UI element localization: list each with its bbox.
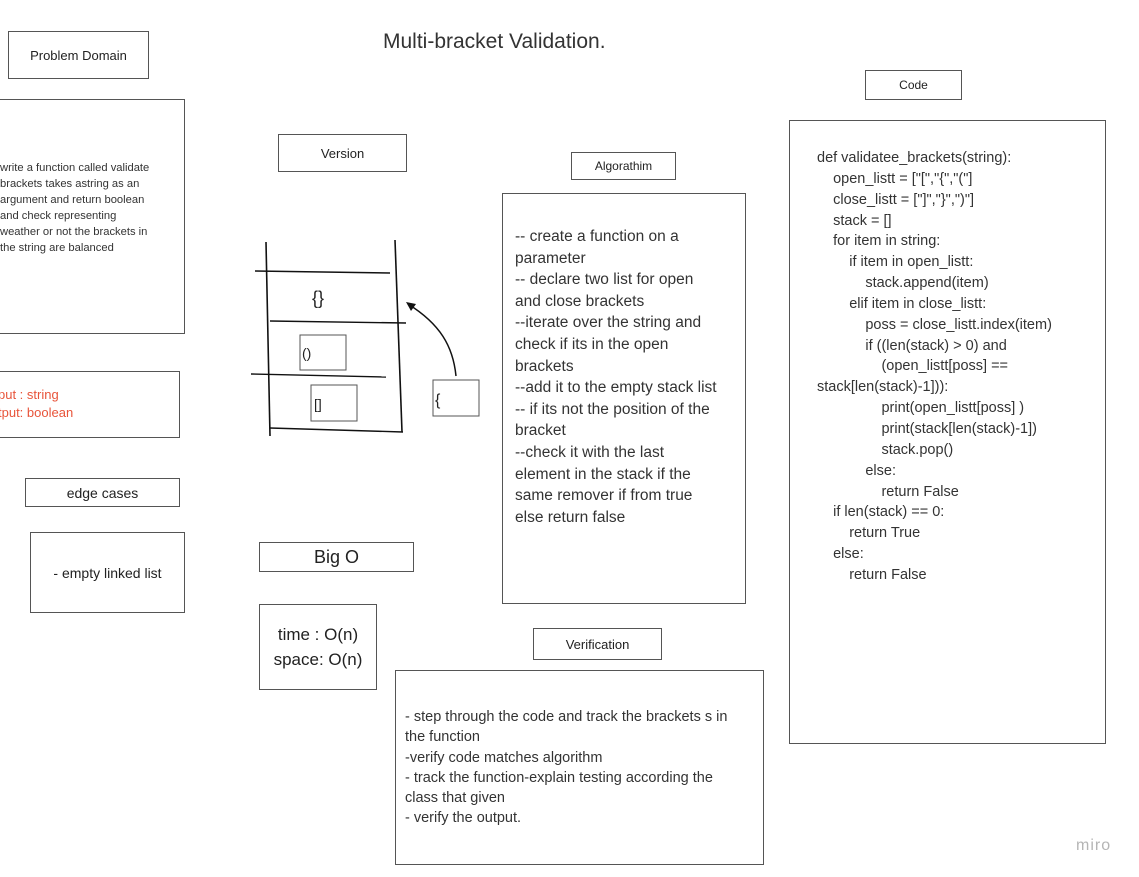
text-line: return False <box>817 566 927 583</box>
problem-domain-label: Problem Domain <box>8 31 149 79</box>
stack-item-square: [] <box>314 396 322 412</box>
problem-description-card: write a function called validate brackets… <box>0 99 185 334</box>
verification-card: - step through the code and track the br… <box>395 670 764 865</box>
text-line: for item in string: <box>817 233 941 250</box>
text-line: write a function called validate <box>0 162 150 174</box>
text-line: put : string <box>0 387 59 402</box>
text-line: --check it with the last <box>515 443 665 461</box>
stack-item-paren: () <box>302 345 311 361</box>
code-text: def validatee_brackets(string): open_lis… <box>817 148 1052 586</box>
stack-diagram: {} () [] { <box>250 239 480 437</box>
text-line: the function <box>405 729 480 746</box>
text-line: -- declare two list for open <box>515 271 694 289</box>
text-line: def validatee_brackets(string): <box>817 150 1012 166</box>
code-card: def validatee_brackets(string): open_lis… <box>789 120 1106 744</box>
text-line: weather or not the brackets in <box>0 226 148 238</box>
text-line: and check representing <box>0 210 117 222</box>
text-line: else: <box>817 462 896 479</box>
text-line: poss = close_listt.index(item) <box>817 316 1052 333</box>
text-line: brackets takes astring as an <box>0 178 140 190</box>
text-line: if item in open_listt: <box>817 254 974 271</box>
algorithm-label: Algorathim <box>571 152 676 180</box>
text-line: class that given <box>405 790 505 807</box>
text-line: - step through the code and track the br… <box>405 709 728 725</box>
text-line: bracket <box>515 422 566 440</box>
text-line: parameter <box>515 249 586 267</box>
stack-item-curly: {} <box>312 288 324 308</box>
big-o-label: Big O <box>259 542 414 572</box>
text-line: same remover if from true <box>515 487 693 505</box>
algorithm-card: -- create a function on a parameter -- dec… <box>502 193 746 604</box>
text-line: return False <box>817 483 959 500</box>
incoming-bracket: { <box>435 392 441 409</box>
text-line: elif item in close_listt: <box>817 295 987 312</box>
input-output-text: put : string tput: boolean <box>0 386 73 422</box>
miro-logo: miro <box>1076 837 1112 854</box>
text-line: and close brackets <box>515 292 645 310</box>
text-line: if len(stack) == 0: <box>817 504 945 521</box>
code-label: Code <box>865 70 962 100</box>
text-line: stack = [] <box>817 212 892 229</box>
text-line: tput: boolean <box>0 405 74 420</box>
time-complexity: time : O(n) <box>277 625 359 644</box>
edge-cases-card: - empty linked list <box>30 532 185 613</box>
text-line: -- create a function on a <box>515 228 679 245</box>
text-line: else return false <box>515 508 626 526</box>
text-line: print(open_listt[poss] ) <box>817 400 1025 417</box>
push-arrow <box>407 303 457 377</box>
text-line: else: <box>817 546 864 563</box>
text-line: -- if its not the position of the <box>515 400 710 418</box>
text-line: if ((len(stack) > 0) and <box>817 337 1007 354</box>
text-line: argument and return boolean <box>0 194 145 206</box>
problem-description-text: write a function called validate brackets… <box>0 160 149 256</box>
text-line: print(stack[len(stack)-1]) <box>817 420 1037 437</box>
text-line: -verify code matches algorithm <box>405 749 603 766</box>
arrow-head-icon <box>406 302 416 311</box>
text-line: check if its in the open <box>515 335 669 353</box>
verification-text: - step through the code and track the br… <box>405 707 727 829</box>
text-line: return True <box>817 525 921 542</box>
text-line: stack.pop() <box>817 441 954 458</box>
text-line: stack[len(stack)-1])): <box>817 379 949 396</box>
version-label: Version <box>278 134 407 172</box>
text-line: --iterate over the string and <box>515 314 702 332</box>
text-line: element in the stack if the <box>515 465 691 483</box>
text-line: the string are balanced <box>0 242 114 254</box>
algorithm-text: -- create a function on a parameter -- dec… <box>515 226 717 528</box>
board-title: Multi-bracket Validation. <box>383 30 606 53</box>
text-line: close_listt = ["]","}",")"] <box>817 191 975 208</box>
text-line: - verify the output. <box>405 810 522 827</box>
text-line: (open_listt[poss] == <box>817 358 1009 375</box>
verification-label: Verification <box>533 628 662 660</box>
text-line: open_listt = ["[","{","("] <box>817 170 973 187</box>
space-complexity: space: O(n) <box>273 650 363 669</box>
text-line: - track the function-explain testing acc… <box>405 769 713 786</box>
input-output-card: put : string tput: boolean <box>0 371 180 438</box>
text-line: stack.append(item) <box>817 275 989 292</box>
text-line: --add it to the empty stack list <box>515 379 717 397</box>
text-line: brackets <box>515 357 574 375</box>
big-o-card: time : O(n) space: O(n) <box>259 604 377 690</box>
edge-cases-label: edge cases <box>25 478 180 507</box>
